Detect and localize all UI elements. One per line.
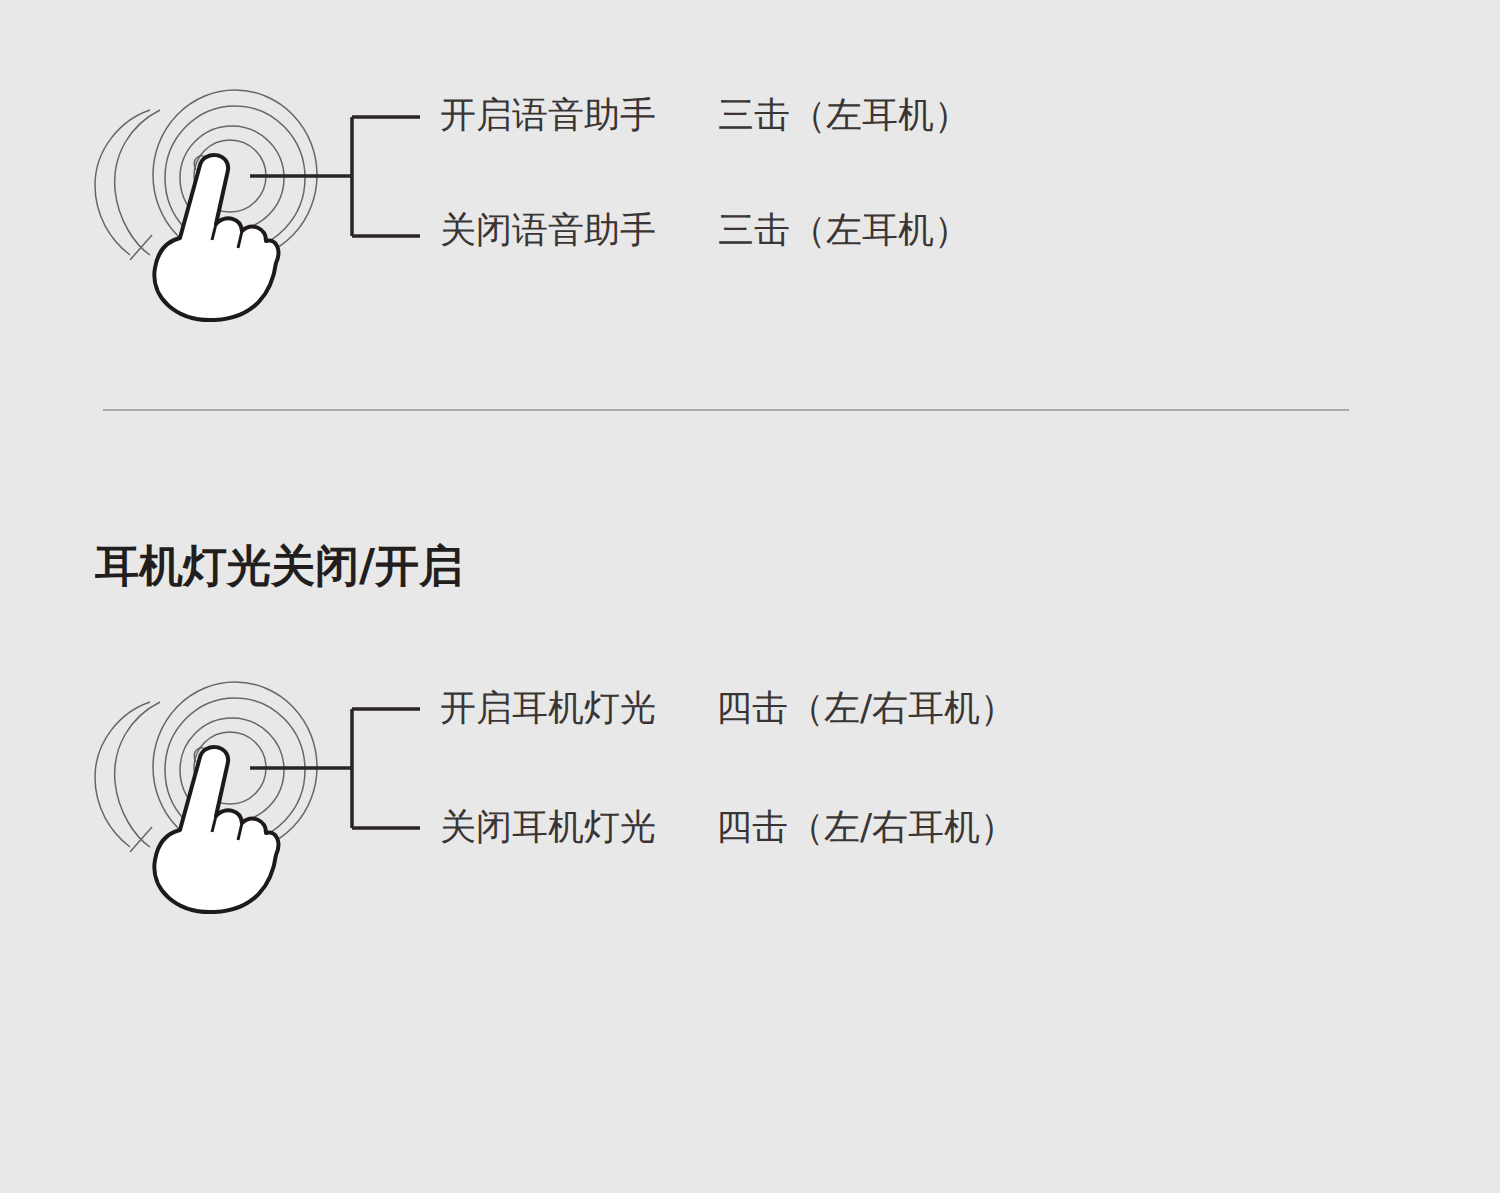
function-label: 开启耳机灯光 [440, 690, 656, 726]
gesture-label: 三击（左耳机） [718, 212, 970, 248]
earbud-hand-icon [95, 90, 420, 320]
function-label: 关闭语音助手 [440, 212, 656, 248]
earbud-hand-icon [95, 682, 420, 912]
separator [103, 409, 1349, 411]
function-label: 开启语音助手 [440, 97, 656, 133]
gesture-label: 四击（左/右耳机） [716, 809, 1016, 845]
gesture-label: 四击（左/右耳机） [716, 690, 1016, 726]
gesture-label: 三击（左耳机） [718, 97, 970, 133]
function-label: 关闭耳机灯光 [440, 809, 656, 845]
section-heading: 耳机灯光关闭/开启 [95, 544, 463, 588]
